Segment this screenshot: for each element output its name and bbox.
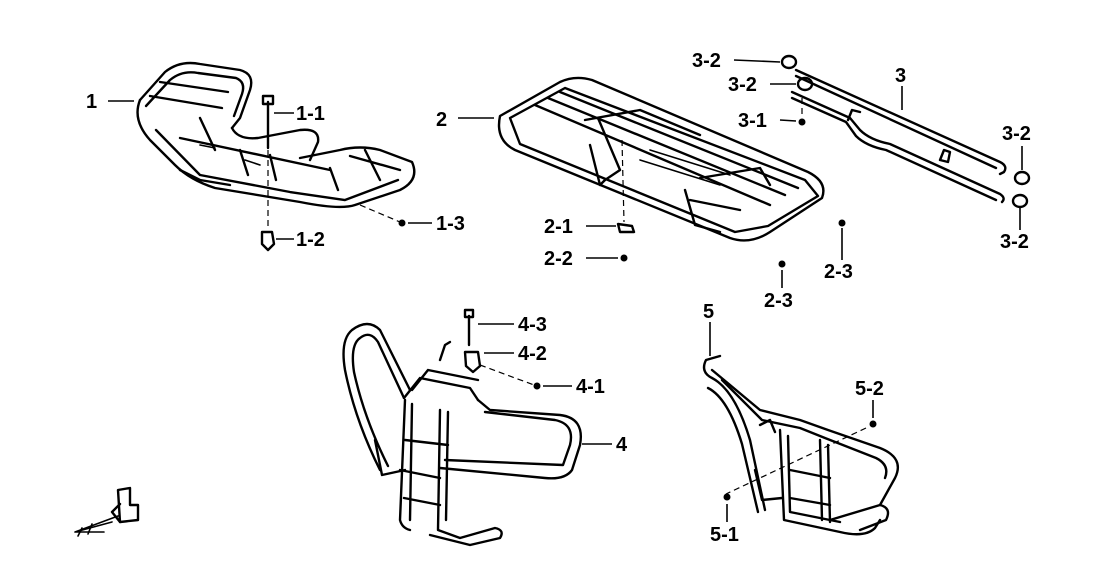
nut-2-3b xyxy=(778,260,786,268)
cap-3-2d xyxy=(1011,193,1029,209)
callout-2-3b: 2-3 xyxy=(764,290,793,312)
nut-4-1 xyxy=(533,382,541,390)
callout-1-3: 1-3 xyxy=(436,213,465,235)
callout-4-3: 4-3 xyxy=(518,314,547,336)
nut-3-1 xyxy=(798,118,806,126)
front-direction-arrow-icon xyxy=(74,486,140,537)
front-carrier-rack xyxy=(136,61,416,209)
callout-5: 5 xyxy=(703,301,714,323)
bolt-5-1 xyxy=(723,493,731,501)
callout-1-1: 1-1 xyxy=(296,103,325,125)
callout-3-2d: 3-2 xyxy=(1000,231,1029,253)
callout-3: 3 xyxy=(895,65,906,87)
callout-2: 2 xyxy=(436,109,447,131)
bolt-2-1 xyxy=(616,139,636,234)
callout-5-2: 5-2 xyxy=(855,378,884,400)
callout-4: 4 xyxy=(616,434,628,456)
callout-2-1: 2-1 xyxy=(544,216,573,238)
front-bumper xyxy=(342,322,582,547)
callout-1-2: 1-2 xyxy=(296,229,325,251)
nut-5-2 xyxy=(869,420,877,428)
callout-4-1: 4-1 xyxy=(576,376,605,398)
callout-3-2a: 3-2 xyxy=(692,50,721,72)
nut-2-3a xyxy=(838,219,846,227)
callout-2-3a: 2-3 xyxy=(824,261,853,283)
rear-carrier-rack xyxy=(497,76,825,242)
cap-3-2b xyxy=(796,76,814,92)
clamp-1-2 xyxy=(260,150,276,252)
rack-side-rail xyxy=(790,68,1007,204)
callout-3-1: 3-1 xyxy=(738,110,767,132)
cap-3-2a xyxy=(780,54,798,70)
clamp-4-2 xyxy=(463,350,482,374)
cap-3-2c xyxy=(1013,170,1031,186)
callout-5-1: 5-1 xyxy=(710,524,739,546)
nut-2-2 xyxy=(620,254,628,262)
bolt-1-1 xyxy=(261,94,275,150)
callout-4-2: 4-2 xyxy=(518,343,547,365)
leader-lines xyxy=(108,59,1023,522)
callout-1: 1 xyxy=(86,91,97,113)
bolt-4-3 xyxy=(463,308,475,347)
nut-1-3 xyxy=(398,219,406,227)
rear-bumper xyxy=(702,354,900,536)
callout-2-2: 2-2 xyxy=(544,248,573,270)
callout-3-2b: 3-2 xyxy=(728,74,757,96)
callout-3-2c: 3-2 xyxy=(1002,123,1031,145)
